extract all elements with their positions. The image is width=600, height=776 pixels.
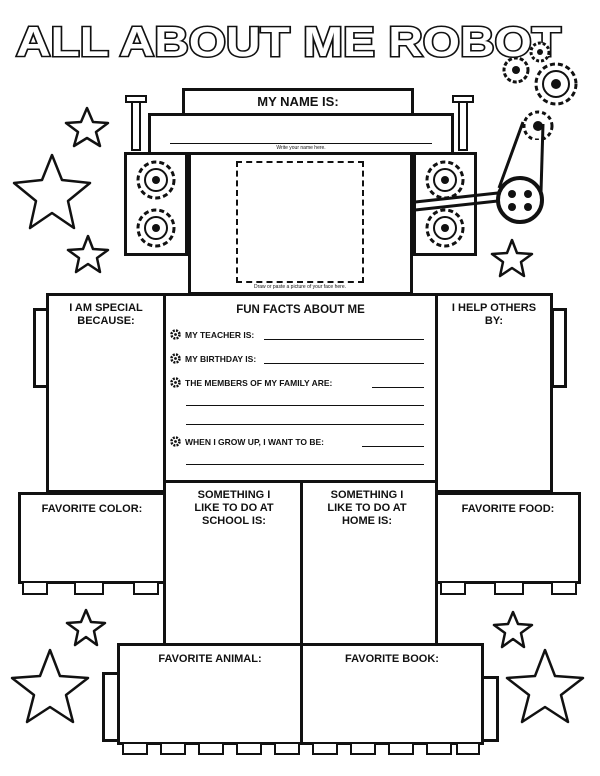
bolt-icon: [136, 160, 176, 200]
favorite-color-label: FAVORITE COLOR:: [41, 503, 143, 515]
gear-icon: [522, 110, 554, 140]
foot-tab: [236, 742, 262, 755]
favorite-animal-label: FAVORITE ANIMAL:: [158, 653, 262, 665]
foot-tab: [122, 742, 148, 755]
page-title: ALL ABOUT ME ROBOT: [16, 18, 561, 65]
fun-facts-box: [163, 293, 438, 483]
fun-facts-heading: FUN FACTS ABOUT ME: [236, 304, 365, 316]
ear-right-bolts: [425, 160, 465, 248]
foot-tab: [440, 581, 466, 595]
pulley-icon: [496, 176, 544, 224]
help-box[interactable]: [435, 293, 553, 493]
fun-fact-birthday-label: MY BIRTHDAY IS:: [185, 353, 257, 364]
gear-icon: [170, 329, 181, 340]
help-label: I HELP OTHERS BY:: [451, 302, 537, 327]
fun-fact-grow-up-label: WHEN I GROW UP, I WANT TO BE:: [185, 436, 324, 447]
gear-icon: [502, 56, 530, 84]
arm-right: [551, 308, 567, 388]
fun-fact-grow-up: WHEN I GROW UP, I WANT TO BE:: [170, 436, 324, 447]
fun-fact-teacher-label: MY TEACHER IS:: [185, 329, 255, 340]
fun-fact-birthday: MY BIRTHDAY IS:: [170, 353, 256, 364]
foot-tab: [22, 581, 48, 595]
star-icon: [66, 234, 110, 274]
antenna-left-stem: [131, 101, 141, 151]
family-write-line-1[interactable]: [372, 387, 424, 388]
fun-fact-family: THE MEMBERS OF MY FAMILY ARE:: [170, 377, 332, 388]
gear-icon: [170, 353, 181, 364]
gear-icon: [170, 377, 181, 388]
bolt-icon: [425, 160, 465, 200]
grow-up-write-line-2[interactable]: [186, 464, 424, 465]
foot-tab: [133, 581, 159, 595]
antenna-right-stem: [458, 101, 468, 151]
name-hint: Write your name here.: [276, 145, 326, 151]
foot-tab: [426, 742, 452, 755]
belt-pulley: [415, 121, 545, 224]
photo-hint: Draw or paste a picture of your face her…: [254, 284, 346, 290]
special-box[interactable]: [46, 293, 166, 493]
birthday-write-line[interactable]: [264, 363, 424, 364]
fun-fact-teacher: MY TEACHER IS:: [170, 329, 254, 340]
home-box[interactable]: [300, 480, 438, 646]
foot-tab: [198, 742, 224, 755]
foot-tab: [274, 742, 300, 755]
photo-frame[interactable]: [236, 161, 364, 283]
foot-tab: [74, 581, 104, 595]
star-icon: [10, 648, 90, 724]
family-write-line-3[interactable]: [186, 424, 424, 425]
favorite-color-box[interactable]: [18, 492, 166, 584]
bolt-icon: [136, 208, 176, 248]
star-icon: [492, 610, 534, 649]
grow-up-write-line-1[interactable]: [362, 446, 424, 447]
favorite-book-label: FAVORITE BOOK:: [345, 653, 439, 665]
star-icon: [65, 608, 107, 647]
foot-tab: [312, 742, 338, 755]
name-label: MY NAME IS:: [257, 94, 339, 109]
gear-icon: [534, 62, 578, 106]
home-label: SOMETHING I LIKE TO DO AT HOME IS:: [327, 489, 407, 527]
foot-tab: [494, 581, 524, 595]
foot-tab: [388, 742, 414, 755]
gear-icon: [170, 436, 181, 447]
bolt-icon: [425, 208, 465, 248]
family-write-line-2[interactable]: [186, 405, 424, 406]
teacher-write-line[interactable]: [264, 339, 424, 340]
favorite-animal-box[interactable]: [117, 643, 303, 745]
special-label: I AM SPECIAL BECAUSE:: [69, 302, 143, 327]
foot-tab: [160, 742, 186, 755]
star-icon: [490, 238, 534, 278]
foot-tab: [350, 742, 376, 755]
star-icon: [505, 648, 585, 724]
ear-left-bolts: [136, 160, 176, 248]
name-write-line: [170, 143, 432, 144]
gear-icon: [529, 41, 551, 63]
favorite-food-label: FAVORITE FOOD:: [461, 503, 555, 515]
foot-tab: [551, 581, 577, 595]
star-icon: [64, 106, 110, 148]
star-icon: [12, 153, 92, 230]
foot-tab: [456, 742, 480, 755]
page-title-svg: ALL ABOUT ME ROBOT: [15, 17, 563, 67]
fun-fact-family-label: THE MEMBERS OF MY FAMILY ARE:: [185, 377, 333, 388]
gears-decoration: [502, 41, 578, 140]
school-label: SOMETHING I LIKE TO DO AT SCHOOL IS:: [194, 489, 274, 527]
